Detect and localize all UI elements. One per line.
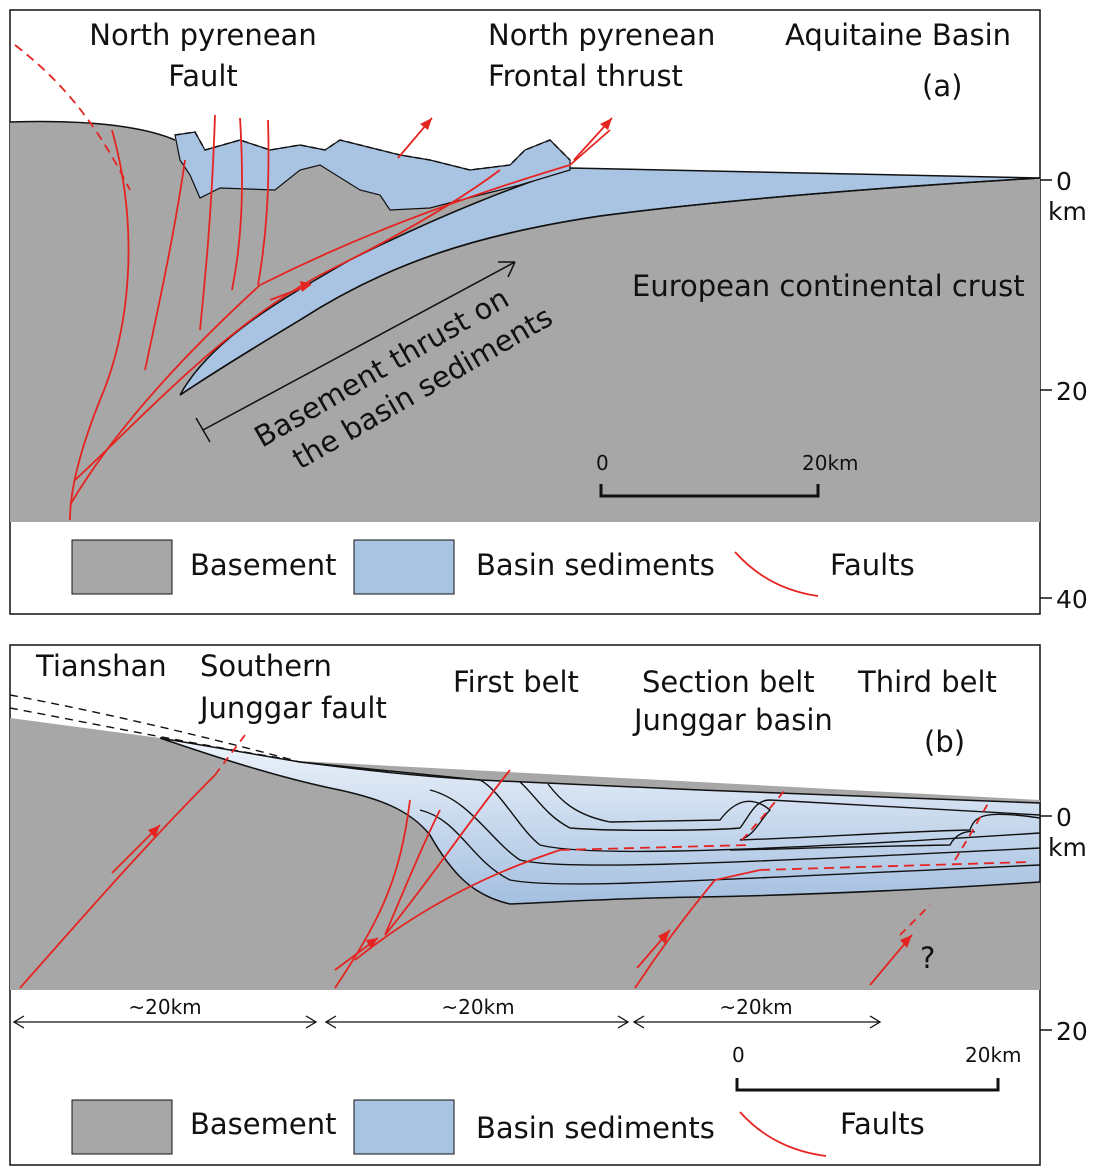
label-southern-junggar-2: Junggar fault xyxy=(198,691,387,725)
legend-b-fault-swatch xyxy=(739,1111,827,1157)
panel-b: Tianshan Southern Junggar fault First be… xyxy=(9,644,1088,1166)
legend-b-basement-swatch xyxy=(71,1099,173,1155)
fault-b7-dashed xyxy=(759,861,1031,871)
arrowhead-b2 xyxy=(366,938,378,949)
label-third-belt: Third belt xyxy=(857,665,997,699)
fault-a1 xyxy=(69,129,130,521)
label-tianshan: Tianshan xyxy=(35,649,167,683)
basement-thrust-main xyxy=(69,129,611,506)
basin-sediments-b xyxy=(159,737,1041,905)
fault-b5 xyxy=(384,769,511,936)
panel-a: North pyrenean Fault North pyrenean Fron… xyxy=(9,9,1088,615)
depth-axis-b xyxy=(1040,815,1052,1031)
arrowhead-a1 xyxy=(420,118,432,130)
thrust-span-annotation xyxy=(195,261,516,443)
scale-b-end: 20km xyxy=(965,1043,1022,1067)
legend-b-sediments-label: Basin sediments xyxy=(476,1111,715,1145)
scale-bar-a: 0 20km xyxy=(596,451,859,498)
label-north-pyrenean-fault-2: Fault xyxy=(168,59,238,93)
depth-a-20: 20 xyxy=(1056,377,1088,406)
arrowhead-a3 xyxy=(300,281,312,292)
arrowhead-b3 xyxy=(658,930,670,944)
fault-a2 xyxy=(144,159,186,371)
dashed-traces-b xyxy=(9,694,301,763)
legend-faults-label: Faults xyxy=(830,548,915,582)
distance-arrows xyxy=(12,1015,882,1029)
scale-b-start: 0 xyxy=(732,1043,745,1067)
arrowhead-b1 xyxy=(148,825,160,838)
fault-b1 xyxy=(334,799,411,989)
legend-panel-a: Basement Basin sediments Faults xyxy=(71,539,915,597)
depth-axis-a xyxy=(1040,179,1052,599)
legend-b-sediments-swatch xyxy=(353,1099,455,1155)
arrowhead-a2 xyxy=(600,118,612,130)
distance-label-3: ~20km xyxy=(719,995,792,1019)
basement-area xyxy=(10,121,1040,522)
depth-a-0: 0 xyxy=(1056,167,1072,196)
scale-a-start: 0 xyxy=(596,451,609,475)
scale-a-end: 20km xyxy=(802,451,859,475)
basement-thrust-lower xyxy=(74,169,501,481)
legend-sediments-swatch xyxy=(353,539,455,595)
legend-basement-swatch xyxy=(71,539,173,595)
fault-a4 xyxy=(231,117,243,291)
fault-arrowheads-a xyxy=(300,118,612,292)
scale-bar-b: 0 20km xyxy=(732,1043,1022,1092)
legend-b-basement-label: Basement xyxy=(190,1107,336,1141)
depth-a-40: 40 xyxy=(1056,585,1088,614)
fault-b9-dashed xyxy=(954,799,991,861)
fault-a5 xyxy=(257,119,270,286)
label-aquitaine-basin: Aquitaine Basin xyxy=(785,18,1011,52)
depth-b-0: 0 xyxy=(1056,803,1072,832)
label-section-belt-1: Section belt xyxy=(642,665,815,699)
label-frontal-thrust-2: Frontal thrust xyxy=(488,59,683,93)
label-frontal-thrust-1: North pyrenean xyxy=(488,18,715,52)
legend-sediments-label: Basin sediments xyxy=(476,548,715,582)
base-sediment-line xyxy=(179,177,1041,396)
legend-b-faults-label: Faults xyxy=(840,1107,925,1141)
faults-panel-b xyxy=(19,734,1031,989)
fault-a3 xyxy=(199,114,216,331)
southern-junggar-fault xyxy=(19,774,216,989)
fault-b2 xyxy=(384,809,441,936)
depth-a-unit: km xyxy=(1048,197,1087,226)
fault-b6 xyxy=(634,869,761,989)
label-north-pyrenean-fault-1: North pyrenean xyxy=(89,18,316,52)
legend-fault-swatch xyxy=(734,551,819,597)
fault-b3 xyxy=(354,849,561,961)
legend-basement-label: Basement xyxy=(190,548,336,582)
arrowhead-b4 xyxy=(900,935,912,948)
panel-b-label: (b) xyxy=(924,725,965,759)
legend-panel-b: Basement Basin sediments Faults xyxy=(71,1099,925,1157)
depth-b-unit: km xyxy=(1048,833,1087,862)
label-section-belt-2: Junggar basin xyxy=(632,703,833,737)
north-pyrenean-fault-trace xyxy=(14,44,131,191)
distance-label-2: ~20km xyxy=(441,995,514,1019)
depth-b-20: 20 xyxy=(1056,1017,1088,1046)
label-european-crust: European continental crust xyxy=(632,269,1025,303)
label-southern-junggar-1: Southern xyxy=(200,649,332,683)
fault-arrowheads-b xyxy=(148,825,912,949)
sediment-top-dashed xyxy=(174,131,571,171)
label-first-belt: First belt xyxy=(453,665,579,699)
topography-line xyxy=(9,120,176,141)
panel-a-label: (a) xyxy=(922,69,962,103)
fault-b10-dashed xyxy=(899,904,931,936)
distance-label-1: ~20km xyxy=(128,995,201,1019)
question-mark: ? xyxy=(920,941,935,975)
